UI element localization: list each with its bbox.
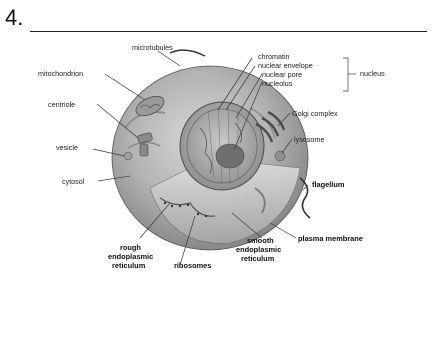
label-nuclear-pore: nuclear pore xyxy=(262,70,302,79)
label-plasma-membrane: plasma membrane xyxy=(298,234,363,243)
label-golgi-complex: Golgi complex xyxy=(292,109,338,118)
label-smooth-er-3: reticulum xyxy=(241,254,275,263)
label-centriole: centriole xyxy=(48,100,75,109)
label-nuclear-envelope: nuclear envelope xyxy=(258,61,313,70)
label-lysosome: lysosome xyxy=(294,135,324,144)
label-rough-er-1: rough xyxy=(120,243,141,252)
label-smooth-er-1: smooth xyxy=(247,236,274,245)
lysosome-shape xyxy=(275,151,285,161)
answer-line xyxy=(30,31,427,32)
label-nucleolus: nucleolus xyxy=(262,79,293,88)
label-rough-er-2: endoplasmic xyxy=(108,252,153,261)
label-microtubules: microtubules xyxy=(132,43,173,52)
microtubule-shape xyxy=(170,50,205,56)
nucleus-structure xyxy=(180,102,264,190)
label-ribosomes: ribosomes xyxy=(174,261,211,270)
vesicle-shape xyxy=(124,152,132,160)
label-chromatin: chromatin xyxy=(258,52,290,61)
question-number: 4. xyxy=(5,6,23,30)
label-nucleus: nucleus xyxy=(360,69,385,78)
label-vesicle: vesicle xyxy=(56,143,78,152)
cell-illustration: microtubules mitochondrion centriole ves… xyxy=(0,38,440,298)
label-cytosol: cytosol xyxy=(62,177,85,186)
label-rough-er-3: reticulum xyxy=(112,261,146,270)
label-mitochondrion: mitochondrion xyxy=(38,69,83,78)
label-flagellum: flagellum xyxy=(312,180,345,189)
animal-cell-diagram: microtubules mitochondrion centriole ves… xyxy=(0,38,440,298)
label-smooth-er-2: endoplasmic xyxy=(236,245,281,254)
